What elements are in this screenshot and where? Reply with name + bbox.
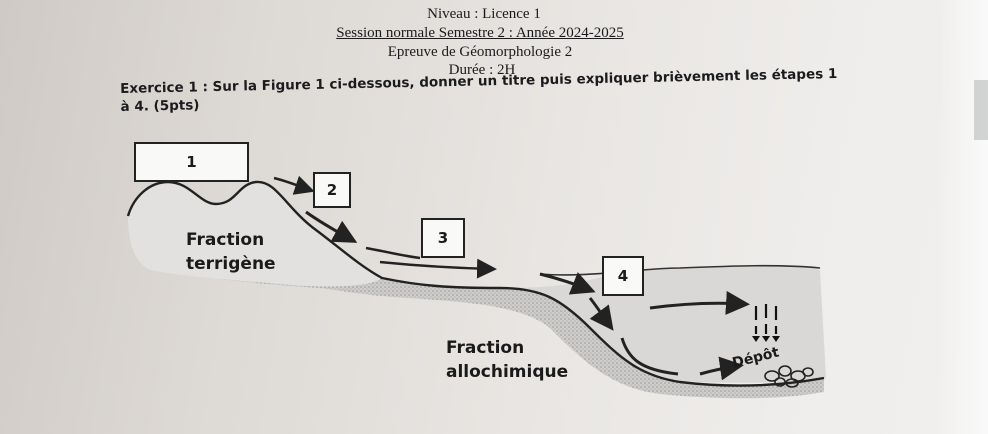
page-edge-shadow [974,80,988,140]
allochemical-label-line2: allochimique [446,362,569,382]
deposit-pebbles [764,365,814,388]
terrigenous-label-line1: Fraction [186,230,265,250]
arrow-to-depot [699,356,744,381]
header-epreuve: Epreuve de Géomorphologie 2 [387,44,573,60]
arrow-bottom [620,337,679,376]
figure-1: 1 2 3 4 Fraction terrigène Fraction allo… [120,138,840,420]
page-edge [940,0,988,434]
header-session: Session normale Semestre 2 : Année 2024-… [336,25,624,41]
arrow-3-left [365,246,421,260]
step-box-4: 4 [602,256,644,296]
allochemical-label-line1: Fraction [446,338,525,358]
arrow-offshore [649,290,750,315]
terrigenous-label-line2: terrigène [186,254,276,274]
step-box-2: 2 [313,172,351,208]
settling-marks [754,304,778,334]
step-box-1: 1 [134,142,249,182]
allochemical-label: Fraction allochimique [446,336,568,384]
settling-arrowheads [752,336,780,342]
arrow-2-down [305,210,358,243]
step-box-3: 3 [421,218,465,258]
arrow-1-to-2 [273,175,315,195]
header-duree: Durée : 2H [448,62,516,78]
header-niveau: Niveau : Licence 1 [427,6,541,22]
arrow-4-down [588,297,614,331]
ground-surface-line [126,180,825,387]
arrow-3-right [379,258,497,279]
terrigenous-zone [128,181,382,287]
figure-drawing [126,175,826,399]
arrow-4-in [539,272,596,295]
terrigenous-label: Fraction terrigène [186,228,276,276]
